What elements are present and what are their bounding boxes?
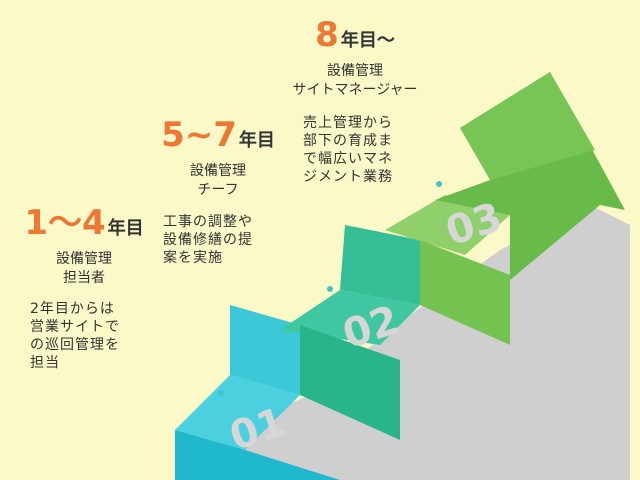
step-3-dot [436, 181, 442, 187]
stage-3-desc-line: 部下の育成ま [303, 133, 393, 149]
stage-3-years-number: 8 [315, 15, 339, 55]
stage-3-desc-line: で幅広いマネ [303, 151, 393, 167]
step-3-front [420, 240, 510, 345]
step-2-riser [340, 225, 420, 305]
stage-2-years-number: 5~7 [161, 115, 237, 155]
stage-3-years-unit: 年目～ [340, 30, 395, 51]
stage-1-role: 設備管理 担当者 [14, 250, 154, 288]
stage-2-desc-line: 工事の調整や [163, 214, 253, 230]
stage-2-role-line: チーフ [197, 182, 239, 198]
step-2-front [300, 325, 400, 440]
step-2-dot [327, 286, 333, 292]
stage-3-role-line: 設備管理 [327, 63, 383, 79]
stage-1-description: 2年目からは 営業サイトで の巡回管理を 担当 [30, 300, 120, 372]
step-1-riser [230, 305, 300, 395]
stage-1-desc-line: の巡回管理を [30, 337, 120, 353]
arrow-highlight [460, 72, 595, 180]
stage-2-years-unit: 年目 [238, 130, 275, 151]
step-1-dot [218, 390, 224, 396]
stage-3-desc-line: ジメント業務 [303, 169, 393, 185]
stage-1-role-line: 設備管理 [56, 251, 112, 267]
stage-3-role: 設備管理 サイトマネージャー [270, 62, 440, 100]
stage-1-role-line: 担当者 [63, 270, 105, 286]
step-1-top [175, 375, 300, 450]
stage-3-role-line: サイトマネージャー [292, 82, 418, 98]
stairs-shadow [200, 205, 630, 480]
stage-1-years-unit: 年目 [107, 218, 144, 239]
step-1-front [175, 430, 340, 480]
stage-2-role: 設備管理 チーフ [148, 162, 288, 200]
stage-2-role-line: 設備管理 [190, 163, 246, 179]
stage-1-desc-line: 2年目からは [30, 301, 115, 317]
stage-3-description: 売上管理から 部下の育成ま で幅広いマネ ジメント業務 [303, 114, 393, 186]
stage-2-desc-line: 案を実施 [163, 250, 223, 266]
stage-1-desc-line: 担当 [30, 355, 60, 371]
stage-1-years-number: 1～4 [24, 203, 106, 243]
step-3-top [385, 195, 510, 255]
stage-2-desc-line: 設備修繕の提 [163, 232, 253, 248]
stage-2-description: 工事の調整や 設備修繕の提 案を実施 [163, 213, 253, 267]
stage-3-desc-line: 売上管理から [303, 115, 393, 131]
stage-1-desc-line: 営業サイトで [30, 319, 120, 335]
